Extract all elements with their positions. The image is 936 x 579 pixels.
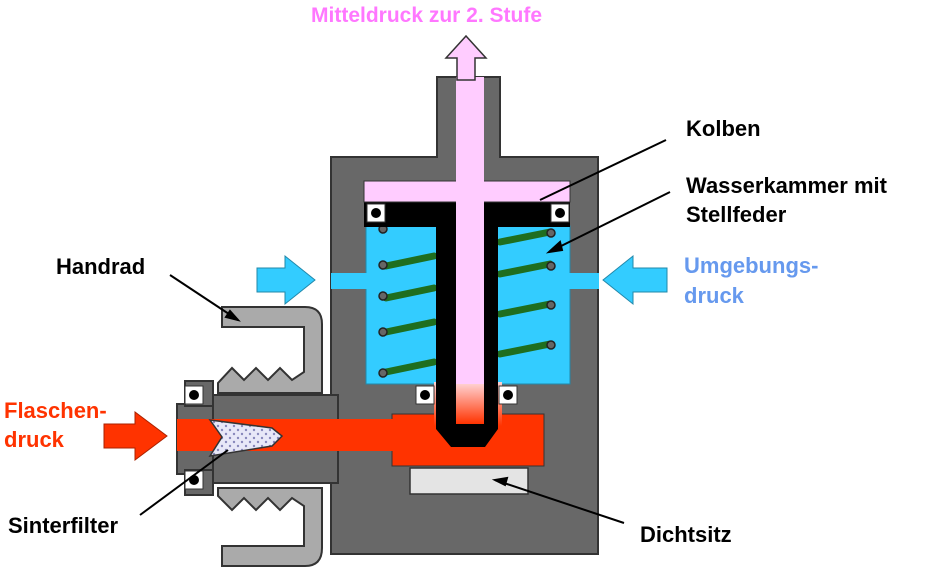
ambient-port-right [569,273,599,289]
label-handrad: Handrad [56,254,146,279]
bottle-pressure-arrow-icon [103,411,168,461]
spring-left [382,252,438,376]
piston-bore-fade [456,384,484,424]
label-sinterfilter: Sinterfilter [8,513,119,538]
spring-ends [378,224,556,378]
ambient-arrow-right-icon [602,254,668,306]
handwheel-lower [217,487,323,567]
outlet-arrow-icon [444,34,488,81]
leader-lines [139,139,671,524]
sealing-seat [409,467,529,495]
ambient-arrow-left-icon [256,254,316,306]
o-rings [184,203,570,490]
spring-right [496,228,554,358]
sinter-filter [208,419,284,458]
label-kolben: Kolben [686,116,761,141]
label-dichtsitz: Dichtsitz [640,522,732,547]
high-pressure-channel [177,419,397,451]
label-wasserkammer-1: Wasserkammer mit [686,173,887,198]
label-wasserkammer-2: Stellfeder [686,202,787,227]
page-title: Mitteldruck zur 2. Stufe [311,4,543,27]
label-umgebungsdruck-1: Umgebungs- [684,253,819,278]
piston-bore [456,77,484,387]
label-umgebungsdruck-2: druck [684,283,744,308]
ambient-port-left [331,273,367,289]
label-flaschendruck-2: druck [4,427,64,452]
label-flaschendruck-1: Flaschen- [4,398,107,423]
